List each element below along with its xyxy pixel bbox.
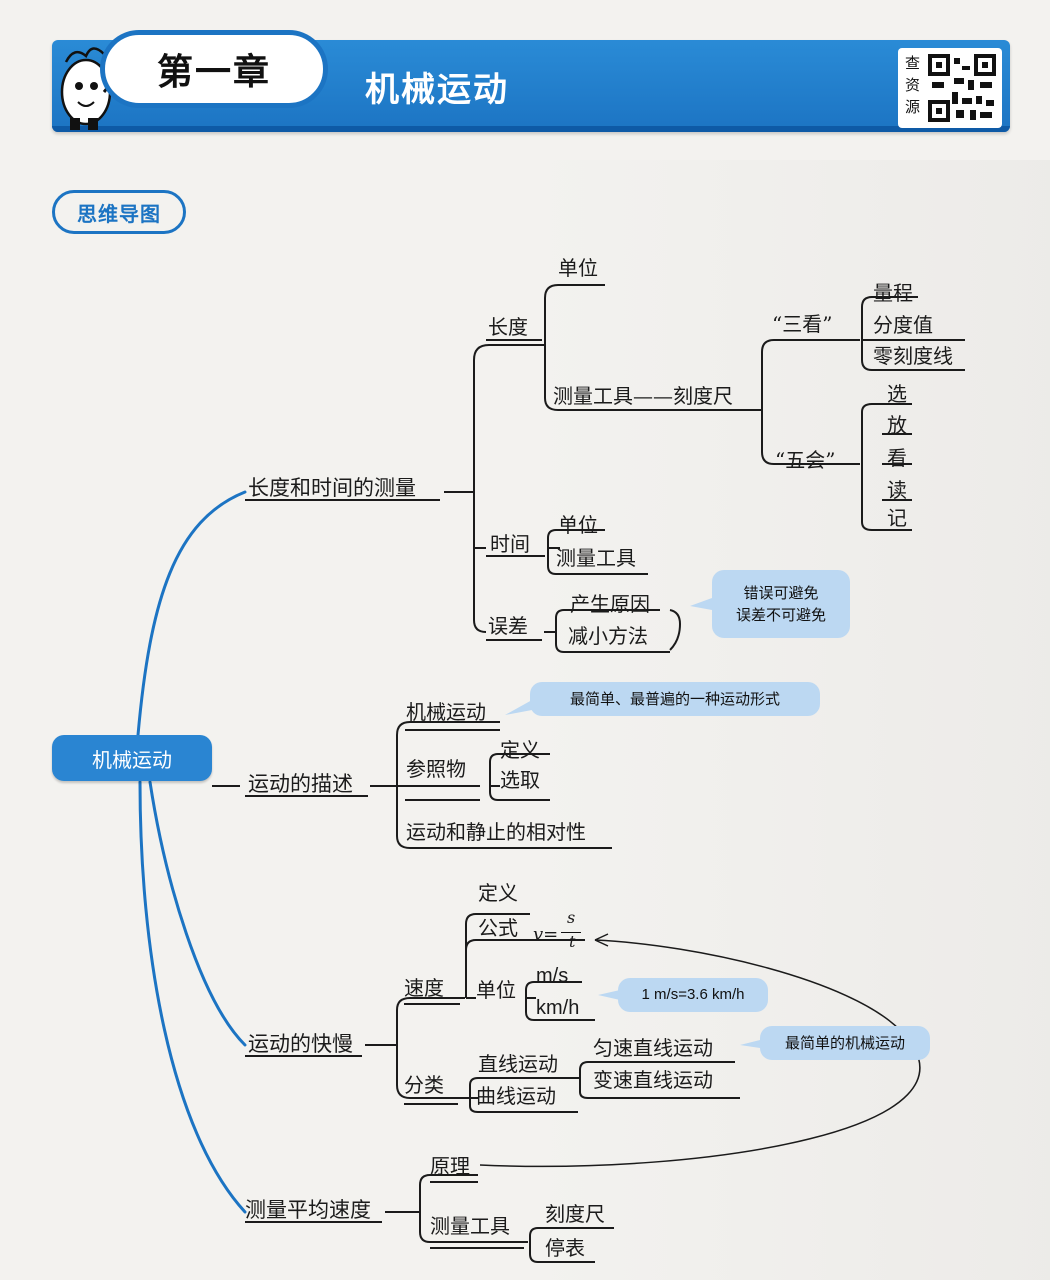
node-speed-class: 分类 — [404, 1073, 444, 1097]
node-uniform: 匀速直线运动 — [593, 1036, 713, 1060]
node-length: 长度 — [488, 315, 528, 339]
chapter-title: 机械运动 — [365, 70, 509, 110]
node-mechanical: 机械运动 — [406, 700, 486, 724]
topic-speed: 运动的快慢 — [248, 1032, 353, 1056]
three-look-item: 量程 — [873, 281, 913, 305]
node-principle: 原理 — [430, 1154, 470, 1178]
trunk-curve — [148, 780, 247, 1047]
bleed-through-shade — [530, 160, 1050, 1280]
node-speed-def: 定义 — [478, 881, 518, 905]
unit-kmh: km/h — [536, 997, 580, 1019]
unit-conversion-note: 1 m/s=3.6 km/h — [618, 978, 768, 1012]
node-curve: 曲线运动 — [476, 1084, 556, 1108]
node-length-tool: 测量工具——刻度尺 — [553, 384, 733, 408]
resource-label: 查 资 源 — [905, 54, 921, 116]
mechanical-note: 最简单、最普遍的一种运动形式 — [530, 682, 820, 716]
node-time-tool: 测量工具 — [556, 546, 636, 570]
five-skill-item: 读 — [887, 478, 907, 502]
qr-code-icon — [928, 54, 996, 122]
node-ref-select: 选取 — [500, 768, 540, 792]
five-skill-item: 放 — [887, 413, 907, 437]
speed-formula: v= s t — [533, 908, 589, 954]
chapter-label: 第一章 — [100, 30, 328, 108]
node-reference: 参照物 — [406, 757, 466, 781]
unit-ms: m/s — [536, 965, 569, 987]
error-note: 错误可避免误差不可避免 — [712, 570, 850, 638]
node-length-unit: 单位 — [558, 256, 598, 280]
trunk-curve — [136, 490, 247, 737]
mascot-icon — [60, 47, 124, 130]
node-error-reduce: 减小方法 — [568, 624, 648, 648]
node-ref-definition: 定义 — [500, 738, 540, 762]
node-error: 误差 — [488, 614, 528, 638]
node-three-look: “三看” — [772, 312, 833, 336]
three-look-item: 零刻度线 — [873, 344, 953, 368]
node-relativity: 运动和静止的相对性 — [406, 820, 586, 844]
trunk-curve — [138, 780, 247, 1214]
node-speed-unit: 单位 — [476, 978, 516, 1002]
three-look-item: 分度值 — [873, 313, 933, 337]
node-avg-tool: 测量工具 — [430, 1214, 510, 1238]
section-badge: 思维导图 — [52, 190, 186, 234]
node-speed: 速度 — [404, 976, 444, 1000]
five-skill-item: 记 — [887, 506, 907, 530]
five-skill-item: 选 — [887, 382, 907, 406]
node-error-cause: 产生原因 — [570, 592, 650, 616]
topic-average-speed: 测量平均速度 — [245, 1198, 371, 1222]
node-straight: 直线运动 — [478, 1052, 558, 1076]
center-node: 机械运动 — [52, 735, 212, 781]
uniform-note: 最简单的机械运动 — [760, 1026, 930, 1060]
node-ruler: 刻度尺 — [545, 1202, 605, 1226]
node-time-unit: 单位 — [558, 513, 598, 537]
topic-description: 运动的描述 — [248, 772, 353, 796]
node-time: 时间 — [490, 532, 530, 556]
node-stopwatch: 停表 — [545, 1236, 585, 1260]
node-variable: 变速直线运动 — [593, 1068, 713, 1092]
node-formula-label: 公式 — [478, 916, 518, 940]
topic-measurement: 长度和时间的测量 — [248, 476, 416, 500]
node-five-skills: “五会” — [775, 448, 836, 472]
five-skill-item: 看 — [887, 446, 907, 470]
